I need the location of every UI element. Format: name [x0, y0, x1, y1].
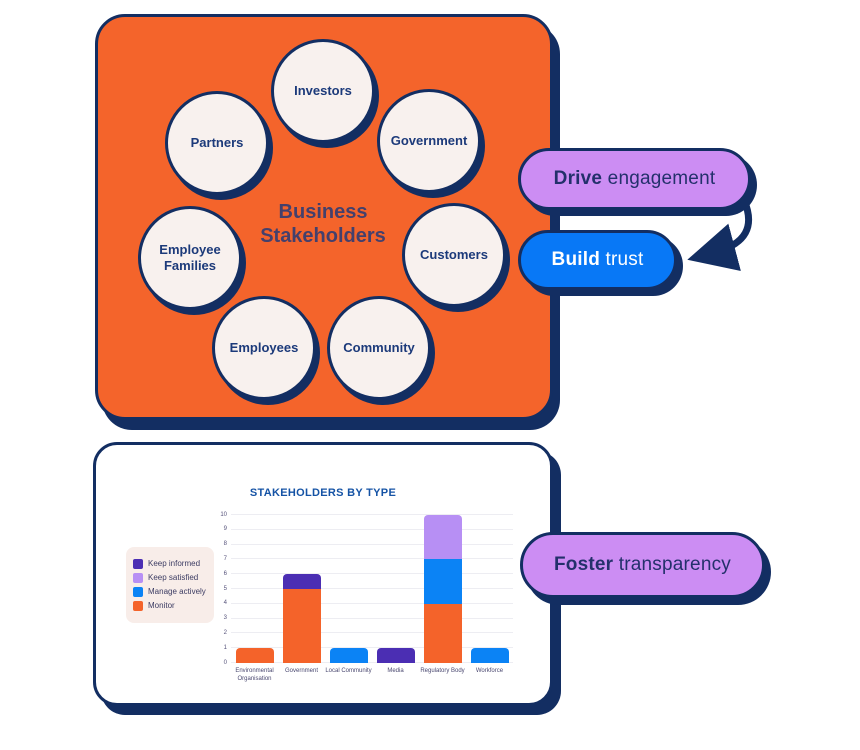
pill-foster-transparency: Foster transparency [520, 532, 765, 598]
category-label: Media [387, 668, 404, 674]
pill-foster-bold: Foster [554, 554, 614, 575]
node-employees: Employees [212, 296, 316, 400]
chart-title: STAKEHOLDERS BY TYPE [249, 487, 397, 499]
gridline [231, 647, 513, 649]
y-tick-label: 5 [223, 585, 227, 592]
y-tick-label: 9 [223, 526, 227, 533]
node-employee-families: Employee Families [138, 206, 242, 310]
gridline [231, 573, 513, 575]
legend-chip-monitor [133, 601, 143, 611]
legend-item-monitor: Monitor [133, 601, 207, 611]
gridline [231, 617, 513, 619]
gridline [231, 662, 513, 663]
legend-chip-manage-actively [133, 587, 143, 597]
node-government: Government [377, 89, 481, 193]
category-label: Government [284, 668, 318, 674]
category-label: Workforce [475, 668, 504, 674]
node-partners: Partners [165, 91, 269, 195]
bar-segment-manage-actively [423, 559, 462, 604]
bar-segment-monitor [282, 589, 321, 663]
pill-drive-rest: engagement [602, 168, 716, 189]
y-tick-label: 4 [223, 600, 227, 607]
legend-label: Keep satisfied [148, 573, 199, 582]
category-label: Local Community [325, 668, 372, 674]
legend-chip-keep-satisfied [133, 573, 143, 583]
bar-segment-manage-actively [329, 648, 368, 663]
y-tick-label: 2 [223, 629, 227, 636]
pill-build-rest: trust [600, 249, 644, 270]
bar-segment-keep-informed [282, 574, 321, 589]
legend-chip-keep-informed [133, 559, 143, 569]
chart-card: STAKEHOLDERS BY TYPE Keep informed Keep … [93, 442, 553, 706]
gridline [231, 602, 513, 604]
bar-segment-keep-informed [376, 648, 415, 663]
node-investors: Investors [271, 39, 375, 143]
legend-label: Monitor [148, 601, 175, 610]
pill-foster-rest: transparency [613, 554, 731, 575]
category-label: Regulatory Body [420, 668, 465, 674]
category-label: Environmental Organisation [235, 668, 274, 683]
gridline [231, 588, 513, 589]
y-tick-label: 8 [223, 541, 227, 548]
diagram-title-line1: Business [278, 201, 368, 223]
y-tick-label: 3 [223, 615, 227, 622]
gridline [231, 558, 513, 560]
gridline [231, 543, 513, 545]
legend-item-keep-informed: Keep informed [133, 559, 207, 569]
y-tick-label: 10 [220, 511, 227, 518]
bar-segment-keep-satisfied [423, 515, 462, 560]
bar-segment-manage-actively [470, 648, 509, 663]
y-tick-label: 7 [223, 555, 227, 562]
legend-item-manage-actively: Manage actively [133, 587, 207, 597]
bar-segment-monitor [423, 603, 462, 663]
y-tick-label: 0 [223, 659, 227, 666]
legend-label: Manage actively [148, 587, 206, 596]
diagram-title: Business Stakeholders [228, 201, 418, 248]
chart-legend: Keep informed Keep satisfied Manage acti… [126, 547, 214, 623]
gridline [231, 632, 513, 634]
diagram-title-line2: Stakeholders [260, 224, 386, 247]
pill-drive-engagement: Drive engagement [518, 148, 751, 210]
pill-drive-bold: Drive [553, 168, 603, 189]
legend-item-keep-satisfied: Keep satisfied [133, 573, 207, 583]
stakeholders-card: Business Stakeholders Investors Partners… [95, 14, 553, 420]
gridline [231, 514, 513, 515]
bar-segment-monitor [235, 648, 274, 663]
curved-arrow-icon [687, 196, 753, 271]
legend-label: Keep informed [148, 559, 201, 568]
y-tick-label: 1 [223, 644, 227, 651]
pill-build-trust: Build trust [518, 230, 677, 290]
y-tick-label: 6 [223, 570, 227, 577]
gridline [231, 528, 513, 530]
node-community: Community [327, 296, 431, 400]
pill-build-bold: Build [551, 249, 601, 270]
node-customers: Customers [402, 203, 506, 307]
